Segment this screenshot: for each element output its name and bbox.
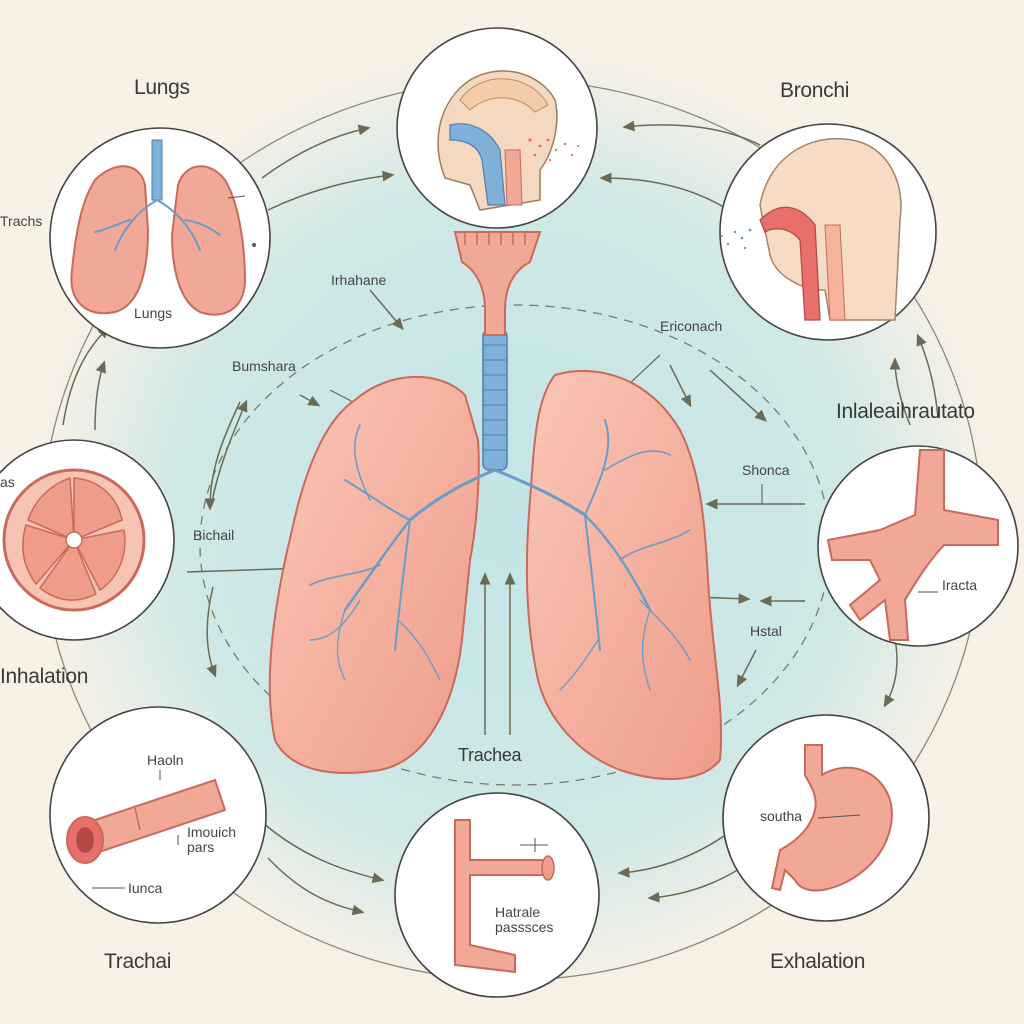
tube-inset (49, 706, 267, 924)
trachea-label: Trachea (458, 745, 522, 765)
breath-particles-top (528, 138, 579, 162)
cross-section-inset (0, 439, 175, 641)
flow-arrows (62, 120, 939, 916)
bronchi-junction-inset (817, 445, 1019, 647)
bumshara-label: Bumshara (232, 358, 296, 374)
lungs-heading: Lungs (134, 76, 190, 99)
breath-particles-side (721, 228, 752, 250)
central-lungs (268, 231, 723, 781)
larynx (453, 231, 542, 336)
southa-label: southa (760, 808, 803, 824)
irhahane-label: Irhahane (331, 272, 387, 288)
bronchi-heading: Bronchi (780, 79, 850, 102)
iunca-label: Iunca (128, 880, 163, 896)
inhalation-label: Inhalation (0, 665, 89, 688)
right-lung (525, 369, 723, 781)
as-edge-label: as (0, 474, 15, 490)
left-lung (268, 375, 480, 774)
trachea-rings (484, 344, 506, 451)
hatrale-passces-label: Hatrale passsces (495, 904, 554, 935)
lungs-inset (49, 127, 271, 349)
head-side-inset (719, 123, 937, 341)
trachea-tube (482, 329, 508, 471)
shonca-label: Shonca (742, 462, 790, 478)
inlaleaihrautato-label: Inlaleaihrautato (836, 400, 975, 423)
haoln-label: Haoln (147, 752, 184, 768)
head-airway-inset (396, 27, 598, 229)
trachs-edge-label: Trachs (0, 213, 43, 229)
larynx-teeth (464, 232, 526, 245)
bronchial-tree (309, 419, 691, 691)
hstal-label: Hstal (750, 623, 782, 639)
imouich-pars-label: Imouich pars (187, 824, 237, 855)
exhalation-label: Exhalation (770, 950, 866, 973)
lungs-inner-label: Lungs (134, 305, 173, 321)
bichail-label: Bichail (193, 527, 235, 543)
ericonach-label: Ericonach (660, 318, 723, 334)
stomach-inset (722, 714, 930, 922)
iracta-label: Iracta (942, 577, 978, 593)
trachai-label: Trachai (104, 950, 172, 973)
passage-inset (394, 792, 600, 998)
